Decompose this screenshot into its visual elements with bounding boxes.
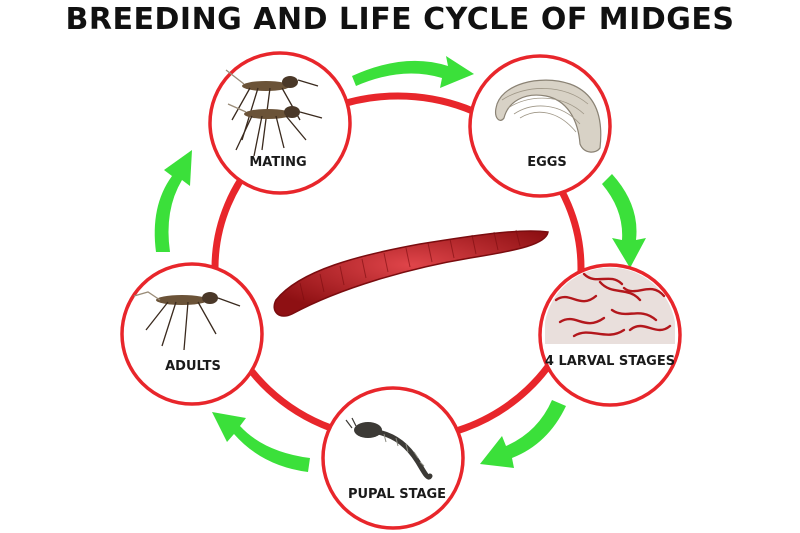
- pupa-illustration: [345, 417, 433, 480]
- mating-midges-illustration: [225, 69, 323, 157]
- stage-larval: 4 LARVAL STAGES: [538, 263, 682, 407]
- arrow-mating-to-eggs: [352, 56, 474, 88]
- arrow-pupa-to-adults: [212, 412, 310, 472]
- stage-mating: MATING: [208, 51, 352, 195]
- central-larva-illustration: [273, 229, 549, 317]
- arrow-eggs-to-larvae: [602, 174, 646, 268]
- stage-adults: ADULTS: [120, 262, 264, 406]
- page-title: BREEDING AND LIFE CYCLE OF MIDGES: [65, 2, 735, 37]
- stage-label-mating: MATING: [249, 155, 306, 170]
- stage-pupal: PUPAL STAGE: [321, 386, 465, 530]
- arrow-adults-to-mating: [154, 150, 192, 252]
- stage-label-eggs: EGGS: [527, 155, 567, 170]
- larvae-photo: [545, 267, 675, 344]
- stage-label-adults: ADULTS: [165, 359, 221, 374]
- egg-mass-illustration: [495, 79, 602, 153]
- arrow-larvae-to-pupa: [480, 400, 566, 468]
- adult-midge-illustration: [133, 291, 241, 351]
- stage-eggs: EGGS: [468, 54, 612, 198]
- cycle-arrows: [154, 56, 646, 472]
- stage-label-pupal: PUPAL STAGE: [348, 487, 446, 502]
- stage-label-larval: 4 LARVAL STAGES: [545, 354, 675, 369]
